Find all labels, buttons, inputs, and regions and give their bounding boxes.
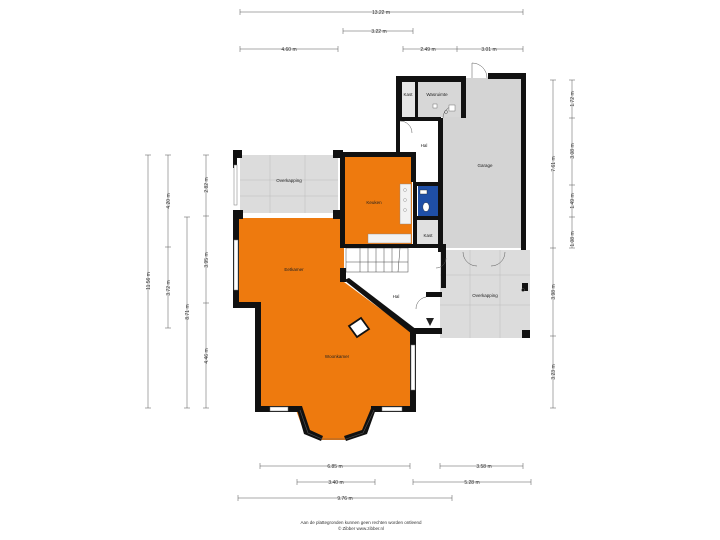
overkapping-left-floor <box>240 155 338 213</box>
kitchen-counter <box>367 183 412 244</box>
dim-right-c: 7.61 m <box>551 156 557 171</box>
dim-left-a: 4.20 m <box>166 193 172 208</box>
dim-top-mid: 3.22 m <box>371 29 386 35</box>
dim-bot-total: 9.76 m <box>337 496 352 502</box>
dimension-labels: 13.22 m 3.22 m 4.60 m 2.49 m 3.01 m 11.5… <box>146 10 576 502</box>
dim-bot-b: 3.58 m <box>476 464 491 470</box>
dim-left-b: 3.72 m <box>166 280 172 295</box>
room-label-keuken: Keuken <box>366 200 382 205</box>
keuken-floor <box>344 157 412 244</box>
dim-left-d1: 2.82 m <box>204 177 210 192</box>
copyright-text: © Zibber www.zibber.nl <box>338 525 384 531</box>
room-label-kast2: Kast <box>423 233 433 238</box>
room-label-wasruimte: Wasruimte <box>426 92 448 97</box>
room-label-overkapping-right: Overkapping <box>472 293 498 298</box>
dim-right-e: 1.08 m <box>570 231 576 246</box>
dim-right-f: 3.98 m <box>551 284 557 299</box>
dim-bot-a: 6.85 m <box>327 464 342 470</box>
living-floor <box>238 218 413 440</box>
dim-left-total: 11.56 m <box>146 272 152 290</box>
dim-right-g: 3.23 m <box>551 364 557 379</box>
door-swings <box>399 62 506 310</box>
room-label-kast: Kast <box>403 92 413 97</box>
room-label-hal: Hal <box>393 294 400 299</box>
bay-window <box>299 409 375 440</box>
entrance-marker <box>426 318 434 326</box>
dimension-lines <box>145 9 575 501</box>
room-label-overkapping-left: Overkapping <box>276 178 302 183</box>
garage-fixture <box>444 110 448 114</box>
room-label-garage: Garage <box>477 163 493 168</box>
room-label-hal-top: Hal <box>421 143 428 148</box>
dim-right-b: 3.08 m <box>570 143 576 158</box>
dim-bot-c: 3.40 m <box>328 480 343 486</box>
dim-right-d: 1.49 m <box>570 193 576 208</box>
walls <box>233 73 530 441</box>
wasruimte-appliance <box>448 104 456 112</box>
dim-top-total: 13.22 m <box>372 10 390 16</box>
dim-bot-d: 5.28 m <box>464 480 479 486</box>
disclaimer-text: Aan de plattegronden kunnen geen rechten… <box>300 520 422 525</box>
fireplace <box>347 316 371 339</box>
wasruimte-floor <box>418 82 462 117</box>
room-label-eetkamer: Eetkamer <box>284 267 304 272</box>
kast-floor <box>400 82 417 117</box>
dim-left-c: 8.71 m <box>185 304 191 319</box>
dim-left-d3: 4.46 m <box>204 348 210 363</box>
dim-left-d2: 3.95 m <box>204 252 210 267</box>
wasruimte-appliance <box>432 103 438 109</box>
overkapping-left-grid <box>240 155 338 213</box>
kast2-floor <box>416 220 441 246</box>
room-label-woonkamer: Woonkamer <box>325 354 350 359</box>
toilet-sink <box>419 189 428 195</box>
overkapping-right-floor <box>440 250 530 338</box>
dim-top-left: 4.60 m <box>281 47 296 53</box>
dim-right-a: 1.72 m <box>570 91 576 106</box>
dim-top-r2: 3.01 m <box>481 47 496 53</box>
toilet-bowl <box>422 202 430 212</box>
dim-top-r1: 2.49 m <box>420 47 435 53</box>
overkapping-right-grid <box>440 250 530 338</box>
windows <box>233 164 416 412</box>
terrace-fixture <box>521 288 525 292</box>
stairs <box>345 247 409 273</box>
